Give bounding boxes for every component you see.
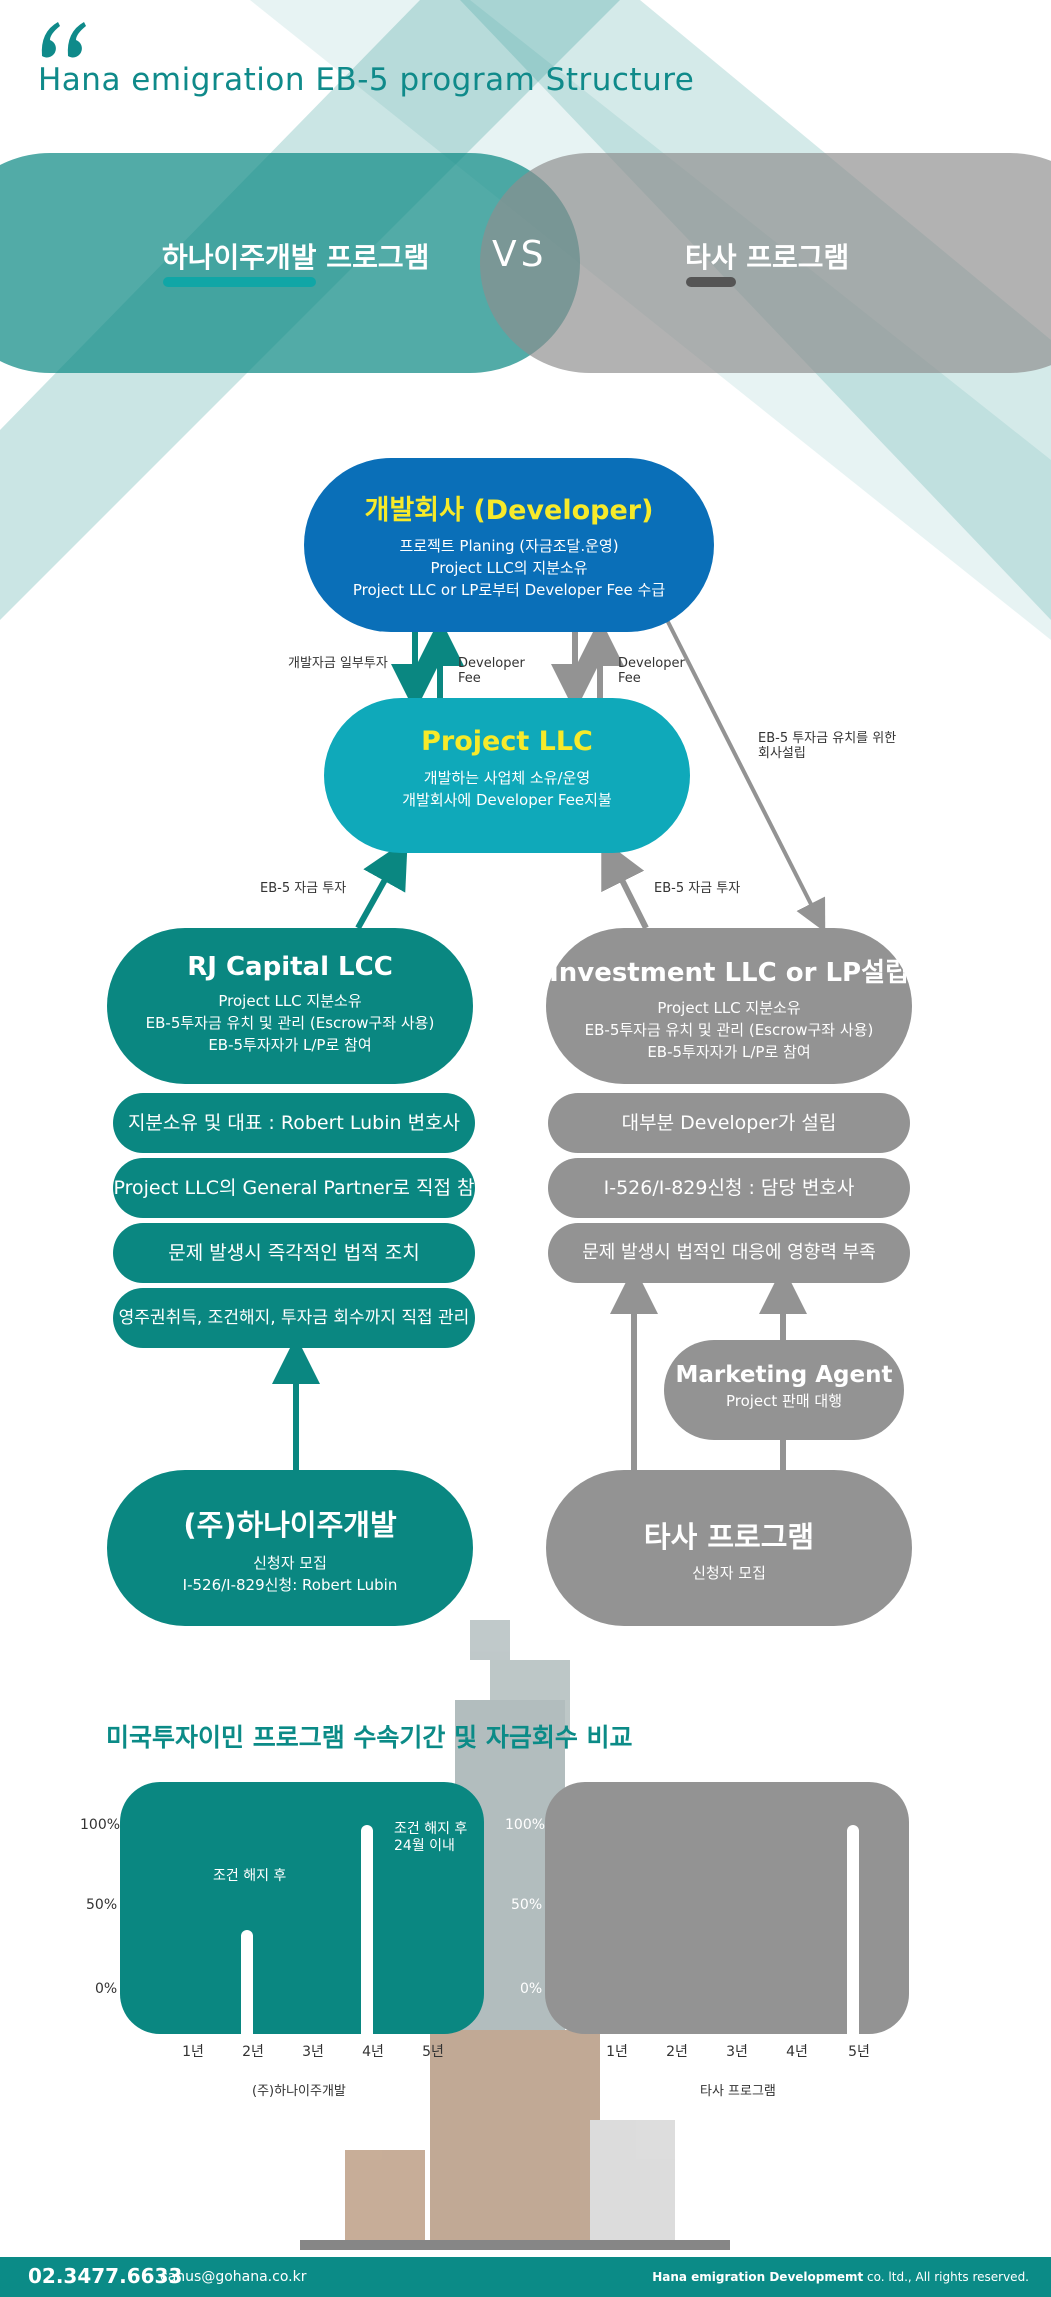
- page-title: Hana emigration EB-5 program Structure: [38, 62, 695, 98]
- right-program-underline: [686, 277, 736, 287]
- x-tick-3-left: 3년: [302, 2044, 324, 2060]
- building-illustration: [300, 1620, 730, 2250]
- left-row-2: Project LLC의 General Partner로 직접 참여: [113, 1158, 475, 1259]
- arrow-label-eb5-invest-left: EB-5 자금 투자: [260, 881, 347, 896]
- project-llc-title: Project LLC: [421, 726, 593, 757]
- project-llc-node: Project LLC 개발하는 사업체 소유/운영 개발회사에 Develop…: [324, 698, 690, 853]
- rj-capital-line1: Project LLC 지분소유: [218, 992, 362, 1010]
- chart-caption-other: 타사 프로그램: [700, 2084, 776, 2099]
- vs-label: VS: [492, 234, 548, 275]
- developer-line1: 프로젝트 Planing (자금조달.운영): [399, 537, 619, 555]
- arrow-label-eb5-setup: EB-5 투자금 유치를 위한 회사설립: [758, 731, 897, 761]
- rj-capital-line3: EB-5투자자가 L/P로 참여: [208, 1036, 372, 1054]
- y-tick-0-left: 0%: [95, 1981, 118, 1997]
- x-tick-4-right: 4년: [786, 2044, 808, 2060]
- developer-line2: Project LLC의 지분소유: [430, 559, 588, 577]
- left-row-4: 영주권취득, 조건해지, 투자금 회수까지 직접 관리: [113, 1288, 475, 1348]
- chart-bar-hana-2: [241, 1929, 253, 2034]
- right-row-3: 문제 발생시 법적인 대응에 영향력 부족: [548, 1223, 910, 1283]
- comparison-banner: [0, 153, 1051, 373]
- hana-line1: 신청자 모집: [253, 1554, 327, 1572]
- other-program-line1: 신청자 모집: [692, 1564, 766, 1582]
- right-program-label: 타사 프로그램: [685, 241, 850, 274]
- rj-capital-title: RJ Capital LCC: [187, 952, 393, 982]
- project-llc-line2: 개발회사에 Developer Fee지불: [402, 791, 612, 809]
- footer-email[interactable]: canus@gohana.co.kr: [160, 2269, 307, 2285]
- marketing-agent-node: Marketing Agent Project 판매 대행: [664, 1340, 904, 1440]
- annotation-condition-24months: 조건 해지 후 24월 이내: [394, 1821, 468, 1854]
- chart-bar-other-5: [847, 1825, 859, 2034]
- x-tick-4-left: 4년: [362, 2044, 384, 2060]
- hana-node: (주)하나이주개발 신청자 모집 I-526/I-829신청: Robert L…: [107, 1470, 473, 1626]
- rj-capital-line2: EB-5투자금 유치 및 관리 (Escrow구좌 사용): [145, 1014, 435, 1032]
- footer-rights: co. ltd., All rights reserved.: [863, 2270, 1029, 2284]
- investment-llc-line1: Project LLC 지분소유: [657, 999, 801, 1017]
- quote-icon: [41, 22, 86, 58]
- chart-caption-hana: (주)하나이주개발: [252, 2084, 346, 2099]
- investment-llc-line2: EB-5투자금 유치 및 관리 (Escrow구좌 사용): [584, 1021, 874, 1039]
- right-row-1: 대부분 Developer가 설립: [548, 1093, 910, 1153]
- footer-copyright: Hana emigration Developmemt co. ltd., Al…: [652, 2270, 1029, 2284]
- footer-company: Hana emigration Developmemt: [652, 2270, 864, 2284]
- chart-panel-hana: [120, 1782, 484, 2034]
- chart-bar-hana-4: [361, 1825, 373, 2034]
- investment-llc-line3: EB-5투자자가 L/P로 참여: [647, 1043, 811, 1061]
- arrow-label-dev-fee-1: Developer Fee: [458, 656, 525, 686]
- y-tick-0-right: 0%: [520, 1981, 543, 1997]
- developer-node: 개발회사 (Developer) 프로젝트 Planing (자금조달.운영) …: [304, 458, 714, 632]
- left-program-underline: [163, 277, 316, 287]
- x-tick-5-left: 5년: [422, 2044, 444, 2060]
- annotation-condition-removed: 조건 해지 후: [213, 1868, 287, 1884]
- marketing-agent-title: Marketing Agent: [675, 1362, 893, 1388]
- hana-title: (주)하나이주개발: [183, 1508, 397, 1542]
- y-tick-50-left: 50%: [86, 1897, 118, 1913]
- other-program-title: 타사 프로그램: [643, 1520, 815, 1554]
- arrow-label-dev-invest: 개발자금 일부투자: [288, 656, 388, 671]
- y-tick-100-right: 100%: [505, 1817, 546, 1833]
- hana-line2: I-526/I-829신청: Robert Lubin: [182, 1576, 398, 1594]
- left-program-label: 하나이주개발 프로그램: [162, 241, 430, 274]
- arrow-label-eb5-invest-right: EB-5 자금 투자: [654, 881, 741, 896]
- project-llc-line1: 개발하는 사업체 소유/운영: [423, 769, 591, 787]
- chart-title: 미국투자이민 프로그램 수속기간 및 자금회수 비교: [106, 1723, 633, 1752]
- developer-line3: Project LLC or LP로부터 Developer Fee 수급: [352, 581, 666, 599]
- y-tick-100-left: 100%: [80, 1817, 121, 1833]
- marketing-agent-line1: Project 판매 대행: [725, 1392, 843, 1410]
- footer: 02.3477.6633 canus@gohana.co.kr Hana emi…: [0, 2257, 1051, 2297]
- left-row-3: 문제 발생시 즉각적인 법적 조치: [113, 1223, 475, 1283]
- footer-phone[interactable]: 02.3477.6633: [28, 2264, 183, 2288]
- rj-capital-node: RJ Capital LCC Project LLC 지분소유 EB-5투자금 …: [107, 928, 473, 1084]
- investment-llc-title: Investment LLC or LP설립: [549, 958, 909, 988]
- arrow-label-dev-fee-2: Developer Fee: [618, 656, 685, 686]
- y-tick-50-right: 50%: [511, 1897, 543, 1913]
- right-row-2: I-526/I-829신청 : 담당 변호사: [548, 1158, 910, 1218]
- developer-title: 개발회사 (Developer): [364, 495, 654, 526]
- left-row-1: 지분소유 및 대표 : Robert Lubin 변호사: [113, 1093, 475, 1153]
- x-tick-5-right: 5년: [848, 2044, 870, 2060]
- x-tick-2-right: 2년: [666, 2044, 688, 2060]
- x-tick-1-left: 1년: [182, 2044, 204, 2060]
- x-tick-2-left: 2년: [242, 2044, 264, 2060]
- x-tick-1-right: 1년: [606, 2044, 628, 2060]
- x-tick-3-right: 3년: [726, 2044, 748, 2060]
- investment-llc-node: Investment LLC or LP설립 Project LLC 지분소유 …: [546, 928, 912, 1084]
- other-program-node: 타사 프로그램 신청자 모집: [546, 1470, 912, 1626]
